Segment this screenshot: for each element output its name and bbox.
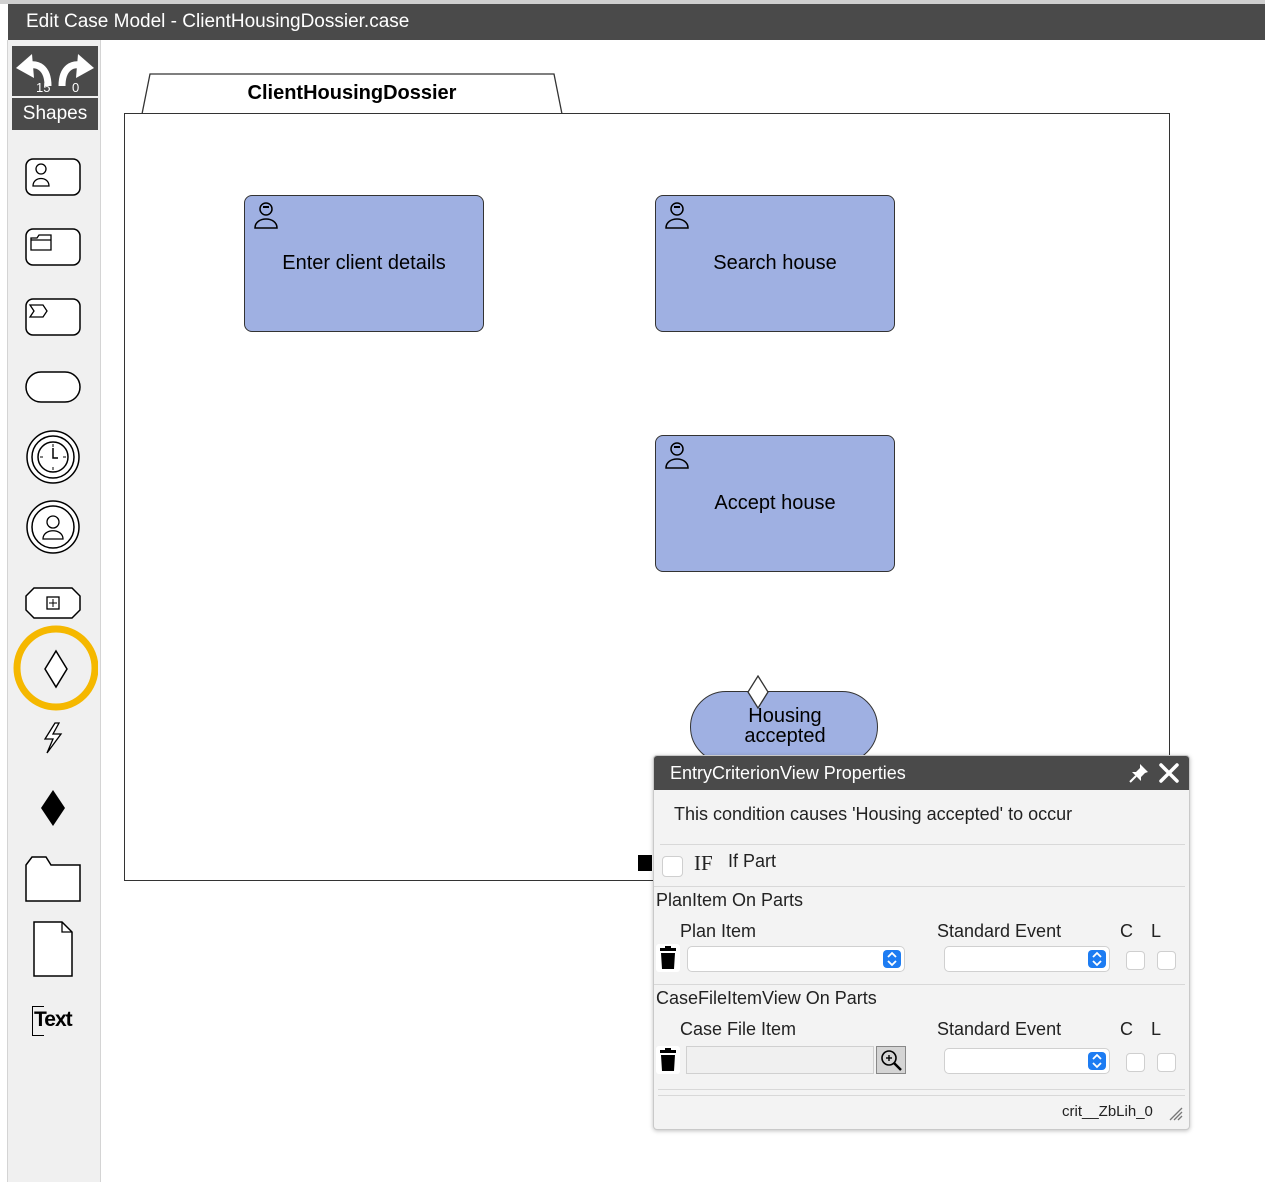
case-plan-title: ClientHousingDossier	[140, 82, 564, 105]
process-task-icon	[25, 298, 81, 336]
undo-redo-graphic	[12, 46, 98, 96]
exit-criterion-icon	[33, 788, 73, 828]
timer-event-tool[interactable]	[22, 429, 84, 485]
casefile-l-checkbox[interactable]	[1157, 1053, 1176, 1072]
process-task-tool[interactable]	[22, 297, 84, 337]
select-arrows-icon	[1088, 1052, 1106, 1070]
lightning-icon	[33, 721, 73, 755]
divider	[660, 844, 1185, 845]
case-task-tool[interactable]	[22, 227, 84, 267]
stage-icon	[24, 586, 82, 620]
trash-icon	[656, 1046, 680, 1074]
properties-panel-title: EntryCriterionView Properties	[670, 763, 906, 783]
planitem-l-checkbox[interactable]	[1157, 951, 1176, 970]
if-icon: IF	[694, 851, 713, 876]
undo-count: 15	[36, 80, 50, 95]
casefile-section-title: CaseFileItemView On Parts	[656, 988, 877, 1009]
divider	[658, 1095, 1185, 1096]
properties-panel-header[interactable]: EntryCriterionView Properties	[654, 756, 1189, 790]
task-search-house[interactable]: Search house	[655, 195, 895, 332]
milestone-label: Housing accepted	[691, 706, 879, 746]
human-task-icon	[253, 200, 281, 230]
criterion-description: This condition causes 'Housing accepted'…	[674, 804, 1072, 825]
casefile-col-c: C	[1120, 1019, 1133, 1040]
folder-icon	[24, 855, 82, 903]
zoom-in-icon	[877, 1047, 905, 1073]
human-task-icon	[25, 158, 81, 196]
planitem-col-l: L	[1151, 921, 1161, 942]
resize-grip-icon[interactable]	[1169, 1107, 1183, 1121]
select-arrows-icon	[1088, 950, 1106, 968]
text-annotation-icon: Text	[30, 1004, 76, 1038]
task-accept-house[interactable]: Accept house	[655, 435, 895, 572]
document-tool[interactable]	[22, 920, 84, 978]
planitem-c-checkbox[interactable]	[1126, 951, 1145, 970]
shapes-header: Shapes	[12, 98, 98, 130]
divider	[654, 886, 1185, 887]
casefile-standard-event-select[interactable]	[944, 1048, 1110, 1074]
planitem-standard-event-select[interactable]	[944, 946, 1110, 972]
divider	[658, 1089, 1185, 1090]
user-event-tool[interactable]	[22, 499, 84, 555]
properties-panel: EntryCriterionView Properties This condi…	[653, 755, 1190, 1130]
case-file-item-tool[interactable]	[22, 855, 84, 903]
task-label: Search house	[713, 252, 836, 275]
milestone-icon	[25, 370, 81, 404]
case-file-item-input[interactable]	[686, 1046, 874, 1074]
delete-planitem-button[interactable]	[656, 944, 680, 972]
text-tool-label: Text	[34, 1008, 72, 1032]
document-icon	[32, 920, 74, 978]
plan-item-select[interactable]	[687, 946, 905, 972]
window-titlebar: Edit Case Model - ClientHousingDossier.c…	[8, 4, 1265, 40]
window-title: Edit Case Model - ClientHousingDossier.c…	[26, 11, 409, 32]
task-label: Accept house	[714, 492, 835, 515]
entry-criterion-tool[interactable]	[12, 623, 98, 713]
milestone-tool[interactable]	[22, 369, 84, 405]
undo-redo-bar: 15 0	[12, 46, 98, 96]
stage-tool[interactable]	[22, 585, 84, 621]
pin-icon[interactable]	[1128, 762, 1150, 784]
milestone-housing-accepted[interactable]: Housing accepted	[690, 691, 878, 763]
select-arrows-icon	[883, 950, 901, 968]
if-part-checkbox[interactable]	[662, 856, 683, 877]
milestone-label-line2: accepted	[691, 726, 879, 746]
planitem-col-plan-item: Plan Item	[680, 921, 756, 942]
planitem-section-title: PlanItem On Parts	[656, 890, 803, 911]
browse-case-file-button[interactable]	[876, 1046, 906, 1074]
close-icon[interactable]	[1157, 761, 1181, 785]
human-task-icon	[664, 200, 692, 230]
case-task-icon	[25, 228, 81, 266]
redo-count: 0	[72, 80, 79, 95]
task-enter-client-details[interactable]: Enter client details	[244, 195, 484, 332]
human-task-tool[interactable]	[22, 157, 84, 197]
entry-criterion-diamond[interactable]	[746, 675, 770, 711]
timer-event-icon	[25, 429, 81, 485]
event-listener-tool[interactable]	[22, 720, 84, 756]
planitem-col-c: C	[1120, 921, 1133, 942]
milestone-label-line1: Housing	[691, 706, 879, 726]
resize-handle[interactable]	[638, 855, 652, 871]
entry-criterion-icon	[12, 623, 98, 713]
text-tool[interactable]: Text	[22, 1003, 84, 1039]
shapes-sidebar: 15 0 Shapes	[7, 40, 101, 1182]
casefile-col-standard-event: Standard Event	[937, 1019, 1061, 1040]
trash-icon	[656, 944, 680, 972]
casefile-col-l: L	[1151, 1019, 1161, 1040]
exit-criterion-tool[interactable]	[22, 788, 84, 828]
delete-casefile-button[interactable]	[656, 1046, 680, 1074]
user-event-icon	[25, 499, 81, 555]
human-task-icon	[664, 440, 692, 470]
casefile-col-case-file-item: Case File Item	[680, 1019, 796, 1040]
divider	[654, 984, 1185, 985]
casefile-c-checkbox[interactable]	[1126, 1053, 1145, 1072]
if-part-label: If Part	[728, 851, 776, 872]
planitem-col-standard-event: Standard Event	[937, 921, 1061, 942]
task-label: Enter client details	[282, 252, 445, 275]
criterion-id: crit__ZbLih_0	[1062, 1103, 1153, 1120]
